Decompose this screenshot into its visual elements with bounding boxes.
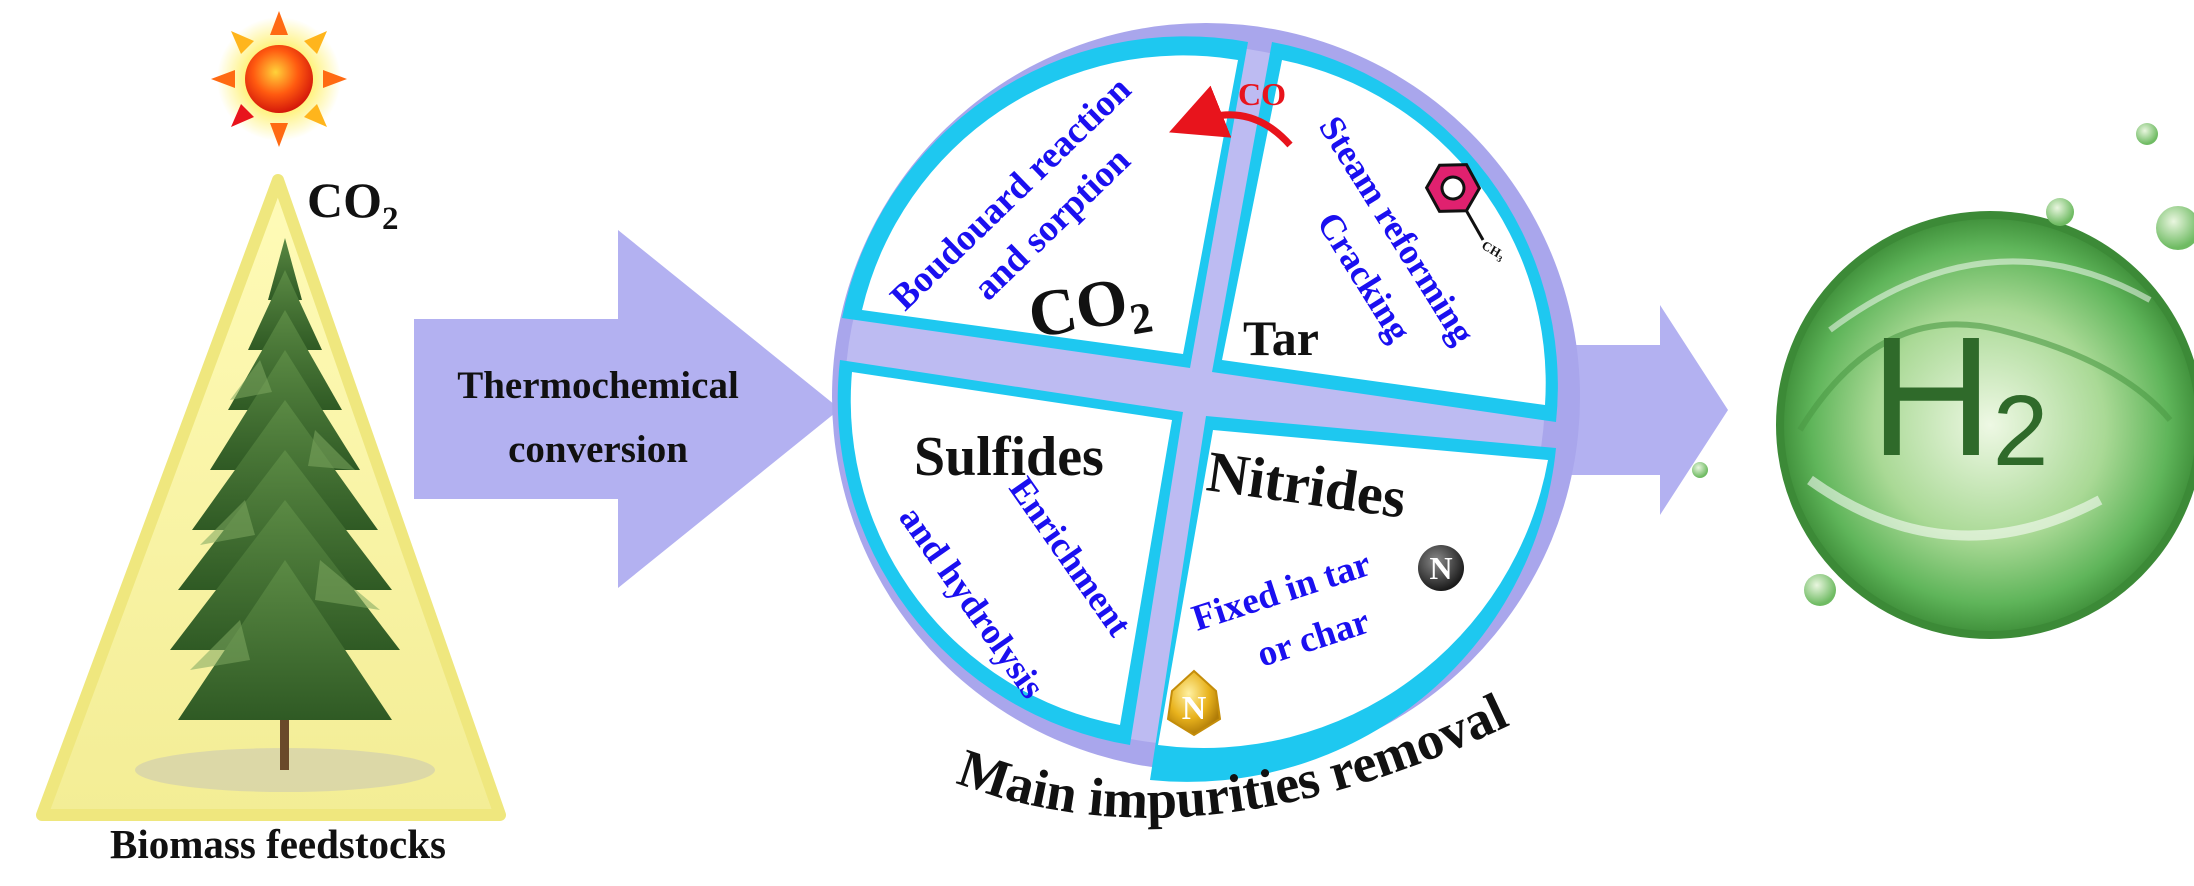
process-label-line1: Thermochemical bbox=[457, 364, 739, 407]
impurity-wheel: Boudouard reaction and sorption CO2 CO S… bbox=[832, 23, 1728, 830]
svg-text:N: N bbox=[1182, 690, 1207, 727]
co-product-label: CO bbox=[1238, 76, 1286, 112]
quadrant-sulfides bbox=[837, 360, 1183, 745]
small-bubble-icon bbox=[1692, 462, 1708, 478]
quadrant-co2 bbox=[842, 36, 1248, 368]
small-bubble-icon bbox=[2046, 198, 2074, 226]
thermochemical-arrow bbox=[414, 230, 840, 588]
quadrant-tar bbox=[1212, 42, 1558, 422]
nitrogen-atom-icon: N bbox=[1418, 545, 1464, 591]
tree-icon bbox=[135, 238, 435, 792]
process-arrow: Thermochemical conversion bbox=[414, 230, 840, 588]
small-bubble-icon bbox=[2136, 123, 2158, 145]
quadrant-nitrides bbox=[1150, 416, 1556, 782]
output-arrow bbox=[1560, 305, 1728, 515]
gold-nitrogen-atom-icon: N bbox=[1166, 669, 1222, 737]
co-return-arrow bbox=[1168, 85, 1293, 148]
sun-icon bbox=[211, 11, 347, 147]
svg-text:N: N bbox=[1429, 550, 1452, 586]
small-bubble-icon bbox=[1804, 574, 1836, 606]
atmospheric-co2-label: CO2 bbox=[307, 172, 399, 237]
biomass-caption: Biomass feedstocks bbox=[110, 821, 446, 867]
water-bubble-icon: H2 bbox=[1692, 123, 2194, 639]
small-bubble-icon bbox=[2156, 206, 2194, 250]
sulfides-label: Sulfides bbox=[914, 426, 1104, 488]
tar-label: Tar bbox=[1243, 310, 1319, 366]
co2-label: CO2 bbox=[1023, 260, 1156, 362]
process-label-line2: conversion bbox=[508, 428, 688, 471]
biomass-panel: CO2 Biomass fee bbox=[36, 11, 506, 867]
hydrogen-label: H2 bbox=[1870, 302, 2048, 492]
